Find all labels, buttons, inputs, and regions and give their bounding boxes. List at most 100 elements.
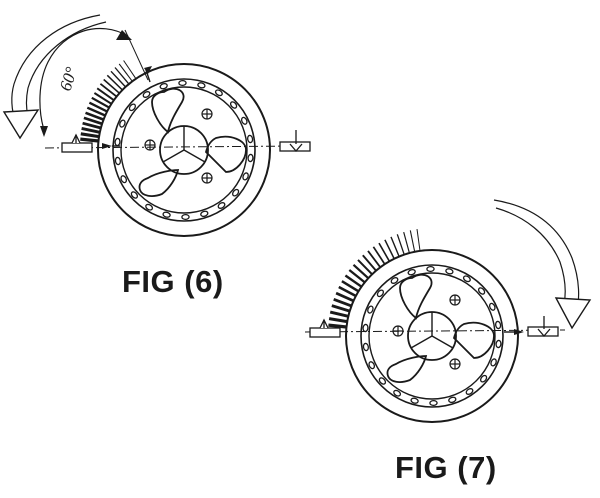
fig6-angle-arrowhead-bottom [40,126,48,137]
fig6-hatch-line [123,60,137,79]
fig6-hatch-line [80,137,99,143]
fig7-hatch-line [403,231,410,254]
fig7-bolt [376,289,384,298]
fig6-bolt [217,202,226,209]
fig7-bolt [362,323,369,333]
fig6-hatch-line [106,74,123,91]
fig7-bolt [445,268,454,275]
fig7-bolt [367,305,374,314]
fig6-blade-right [205,135,247,173]
fig6-left-gauge [61,133,93,153]
fig6-bolt [142,91,151,98]
fig6-bolt [162,211,171,218]
fig6-rotation-arrowhead [2,109,40,140]
fig6-bolt [119,119,126,128]
fig6-hatch-line [114,67,130,85]
fig6-bolt [178,79,187,87]
fig7-bolt [462,275,471,283]
fig7-hatch-line [348,269,366,284]
fig7-bolts [362,265,502,407]
fig7-hub-spokes [410,312,454,349]
fig6-bolt [120,175,128,184]
fig6-hub-spokes [162,126,206,163]
fig7-hatch-line [338,285,357,298]
fig6-blade-top [151,87,185,134]
fig7-hatch-line [390,236,400,257]
fig6-bolt [229,101,238,109]
fig7-bolt [488,302,496,311]
fig6-blade-bottom [138,169,180,197]
fig7-hatch-line [372,246,386,265]
fig7-blade-right [453,321,495,359]
fig6-bolt [242,172,249,181]
fig6-drawing: 60° [2,14,311,237]
fig7-hatch-line [378,242,391,262]
fig7-hatch-line [341,280,360,293]
fig7-bolt [393,389,402,397]
fig6-top-pointer-head [144,66,152,74]
fig7-hatch-line [328,323,347,329]
fig6-caption: FIG (6) [122,264,224,299]
fig7-bolt [362,342,369,352]
fig7-hatch-line [416,229,421,251]
fig7-hatch-line [384,239,395,260]
fig6-hatch-line [85,111,105,121]
fig6-outer-wheel [97,63,271,237]
fig7-right-arrow [514,329,524,335]
fig6-hatch-line [91,96,110,109]
fig6-bolt-ring-outer [112,78,256,222]
fig6-rotation-arrow-inner [25,21,107,117]
fig6-bolt [214,89,223,97]
fig7-hatch-line [362,254,377,272]
fig6-hatch-line [83,116,103,126]
fig7-bolt [448,396,457,403]
fig6-bolt [247,134,254,144]
fig7-bolt [390,277,399,284]
fig7-bolt [429,399,438,407]
fig7-drawing [304,199,592,423]
fig7-bolt [426,265,435,273]
fig6-hatched-region [80,60,137,143]
fig7-bolt [490,358,497,367]
fig7-bolt-ring-outer [360,264,504,408]
fig7-bolt [480,374,488,383]
fig7-bolt [407,269,416,276]
fig6-left-arrow [102,143,112,149]
fig7-center-line [304,329,566,333]
fig7-hatch-line [357,259,373,275]
fig7-hatch-line [335,291,355,303]
fig7-hatched-region [328,229,421,329]
fig7-rotation-arrow [493,199,580,315]
fig6-right-gauge [279,130,311,152]
fig6-hatch-line [88,101,108,113]
fig6-bolt [240,116,248,125]
fig7-screws [392,294,461,370]
fig6-bolts [114,79,254,221]
fig7-rotation-arrowhead [554,297,592,330]
fig6-hatch-line [81,126,101,134]
fig6-angle-arc [39,28,129,131]
fig7-hatch-line [396,234,405,255]
fig7-hatch-line [409,230,416,252]
fig6-bolt [181,213,190,221]
fig6-bolt [145,203,154,211]
fig7-hatch-line [344,274,363,288]
fig7-bolt [477,287,486,295]
fig6-bolt [128,103,136,112]
fig7-blade-bottom [386,355,428,383]
fig6-hatch-line [82,121,102,130]
fig7-hatch-line [333,297,352,308]
fig6-hatch-line [103,78,120,94]
fig7-rotation-arrow-inner [495,207,566,305]
fig6-bolt [114,137,121,147]
fig7-hatch-line [352,263,370,280]
fig7-bolt [495,339,502,349]
fig6-hatch-line [99,83,118,98]
fig7-hatch-line [328,317,348,324]
fig7-hatch-line [329,310,349,318]
fig7-hatch-line [367,250,382,268]
fig7-bolt [495,320,502,330]
fig7-bolt [378,377,387,385]
fig6-hatch-line [96,87,115,101]
